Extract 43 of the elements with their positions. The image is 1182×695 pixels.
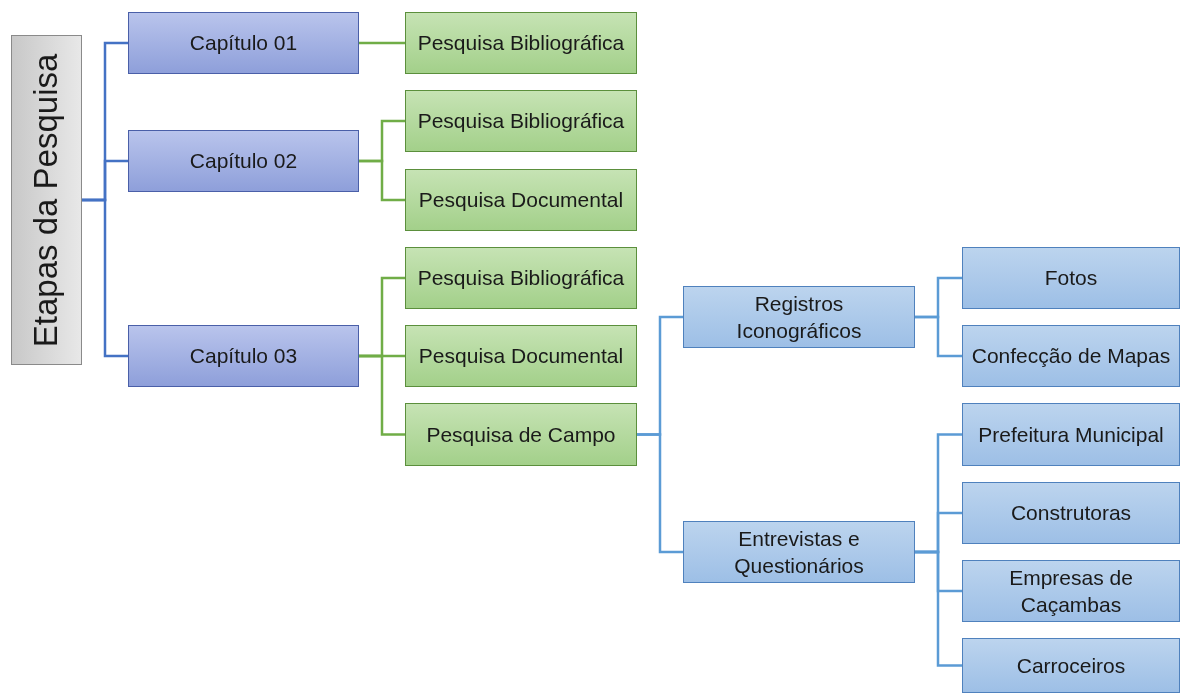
topic-box	[962, 482, 1180, 544]
method-box	[405, 325, 637, 387]
chapter-box	[128, 12, 359, 74]
connector-line	[82, 198, 128, 358]
box-label: Capítulo 01	[188, 30, 299, 57]
connector-line	[359, 354, 405, 436]
topic-box	[962, 247, 1180, 309]
connector-line	[637, 433, 683, 554]
box-label: Capítulo 02	[188, 148, 299, 175]
box-label: Carroceiros	[1015, 652, 1127, 679]
box-label: Pesquisa Bibliográfica	[416, 108, 626, 135]
box-label: Empresas de Caçambas	[1008, 564, 1134, 618]
box-label: Registros Iconográficos	[735, 290, 863, 344]
connector-line	[359, 159, 405, 202]
box-label: Fotos	[1043, 265, 1099, 292]
box-label: Capítulo 03	[188, 343, 299, 370]
box-label: Pesquisa de Campo	[425, 421, 617, 448]
box-label: Pesquisa Documental	[417, 343, 625, 370]
box-label: Entrevistas e Questionários	[733, 525, 865, 579]
connector-line	[359, 41, 405, 45]
connector-line	[915, 315, 962, 358]
chapter-box	[128, 130, 359, 192]
connector-line	[915, 550, 962, 667]
box-label: Confecção de Mapas	[970, 343, 1172, 370]
method-box	[405, 247, 637, 309]
topic-box	[962, 560, 1180, 622]
topic-box	[962, 638, 1180, 693]
topic-box	[683, 521, 915, 583]
title-box	[11, 35, 82, 365]
topic-box	[962, 403, 1180, 466]
box-label: Etapas da Pesquisa	[26, 52, 66, 349]
box-label: Prefeitura Municipal	[977, 421, 1165, 448]
topic-box	[683, 286, 915, 348]
box-label: Pesquisa Documental	[417, 187, 625, 214]
box-label: Construtoras	[1009, 500, 1133, 527]
topic-box	[962, 325, 1180, 387]
chapter-box	[128, 325, 359, 387]
method-box	[405, 403, 637, 466]
method-box	[405, 90, 637, 152]
box-label: Pesquisa Bibliográfica	[416, 30, 626, 57]
box-label: Pesquisa Bibliográfica	[416, 265, 626, 292]
method-box	[405, 12, 637, 74]
method-box	[405, 169, 637, 231]
